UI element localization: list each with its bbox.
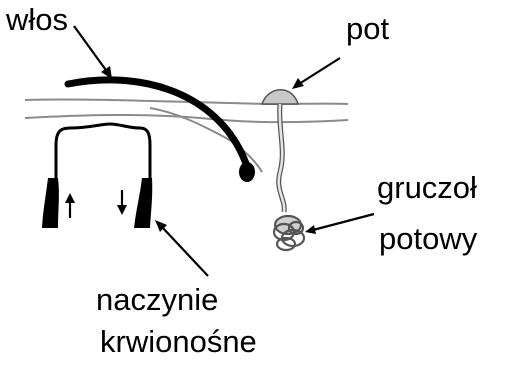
hair-root-bulb bbox=[239, 162, 255, 182]
label-sweat: pot bbox=[346, 11, 389, 47]
label-hair: włos bbox=[6, 2, 68, 38]
sweat-drop bbox=[262, 90, 298, 104]
blood-vessel-left-branch bbox=[42, 178, 59, 228]
blood-vessel-right-branch bbox=[134, 178, 152, 228]
leader-sweat bbox=[292, 58, 340, 89]
arrow-up-icon bbox=[65, 193, 75, 218]
leader-sweat-gland bbox=[305, 214, 374, 234]
blood-vessel-capillary bbox=[56, 124, 150, 180]
arrow-down-icon bbox=[117, 190, 127, 215]
label-sweat-gland-line2: potowy bbox=[379, 221, 477, 257]
skin-layers bbox=[25, 100, 348, 172]
leader-hair bbox=[74, 26, 112, 79]
label-blood-vessel-line2: krwionośne bbox=[100, 324, 257, 360]
label-sweat-gland-line1: gruczoł bbox=[377, 170, 477, 206]
label-blood-vessel-line1: naczynie bbox=[96, 282, 218, 318]
hair-shaft bbox=[68, 80, 248, 168]
leader-blood-vessel bbox=[155, 220, 208, 276]
sweat-gland-coil bbox=[274, 216, 304, 250]
